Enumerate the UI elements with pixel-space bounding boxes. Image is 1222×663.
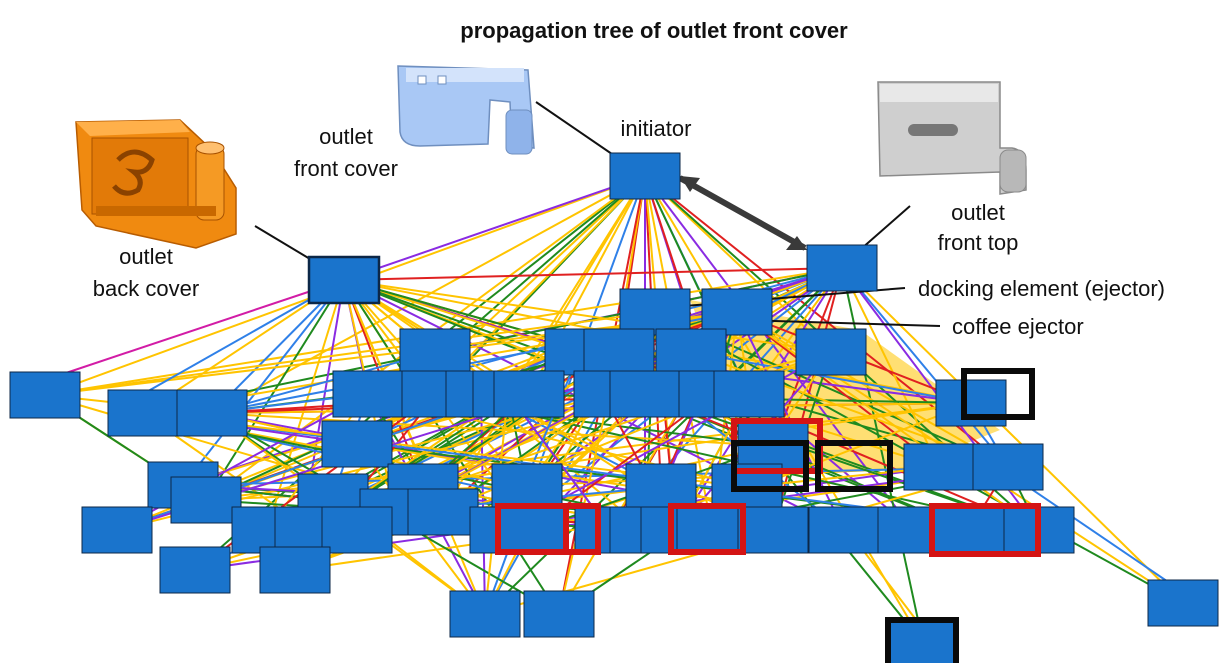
tree-node [1147, 579, 1219, 627]
tree-node [887, 619, 959, 663]
tree-node [81, 506, 153, 554]
tree-node [449, 590, 521, 638]
dependency-edge [211, 351, 436, 414]
tree-node [972, 443, 1044, 491]
tree-node [159, 546, 231, 594]
highlight-black-frame [885, 617, 959, 663]
highlight-black-frame [961, 368, 1035, 420]
dependency-edge [211, 175, 646, 414]
edge-initiator-back-cover [343, 175, 646, 281]
label-outlet-back-cover-2: back cover [93, 276, 199, 301]
tree-node [332, 370, 404, 418]
label-outlet-back-cover-1: outlet [119, 244, 173, 269]
outlet-front-top-part [877, 81, 1027, 195]
tree-node [259, 546, 331, 594]
outlet-back-cover-part [75, 119, 237, 249]
tree-node [407, 488, 479, 536]
tree-node [321, 420, 393, 468]
diagram-title: propagation tree of outlet front cover [460, 18, 848, 43]
tree-node [497, 506, 569, 554]
tree-node [701, 288, 773, 336]
tree-node [625, 463, 697, 511]
highlight-red-frame [929, 503, 1041, 557]
dependency-edge [182, 279, 345, 486]
tree-node [655, 328, 727, 376]
edge-back-cover-left [44, 279, 345, 381]
tree-node [523, 590, 595, 638]
callout-line-coffee-ejector [739, 319, 941, 327]
nodes-layer [9, 152, 1219, 663]
dependency-edge [736, 311, 1040, 531]
dependency-edge [736, 311, 940, 468]
label-initiator: initiator [621, 116, 692, 141]
tree-node [619, 288, 691, 336]
tree-node [176, 389, 248, 437]
tree-node [583, 328, 655, 376]
tree-node [399, 328, 471, 376]
label-outlet-front-top-2: front top [938, 230, 1019, 255]
dependency-edge [690, 351, 972, 404]
highlight-red-frame [668, 503, 746, 555]
label-outlet-front-cover-2: front cover [294, 156, 398, 181]
tree-node [808, 506, 880, 554]
arrowhead [786, 236, 807, 250]
tree-node [321, 506, 393, 554]
edge-initiator-front-top [678, 175, 807, 251]
dependency-edge [44, 311, 656, 396]
dependency-edge [211, 412, 774, 447]
label-outlet-front-cover-1: outlet [319, 124, 373, 149]
highlight-black-frame [815, 440, 893, 492]
edge-front-top-back-cover [343, 267, 843, 281]
tree-node [170, 476, 242, 524]
tree-node [493, 370, 565, 418]
tree-node [795, 328, 867, 376]
tree-node [713, 370, 785, 418]
tree-node [737, 506, 809, 554]
tree-node [107, 389, 179, 437]
highlight-black-frame [731, 440, 809, 492]
tree-node [609, 152, 681, 200]
label-coffee-ejector: coffee ejector [952, 314, 1084, 339]
dependency-edge [266, 279, 345, 531]
outlet-front-cover-part [397, 65, 535, 155]
tree-node [609, 370, 681, 418]
arrowhead [680, 176, 700, 192]
tree-node [307, 255, 381, 305]
tree-node [676, 506, 748, 554]
dependency-edge [841, 267, 1009, 468]
tree-node [806, 244, 878, 292]
tree-node [9, 371, 81, 419]
tree-node [933, 506, 1005, 554]
label-docking-element: docking element (ejector) [918, 276, 1165, 301]
tree-node [903, 443, 975, 491]
label-outlet-front-top-1: outlet [951, 200, 1005, 225]
highlight-red-frame [563, 503, 601, 555]
